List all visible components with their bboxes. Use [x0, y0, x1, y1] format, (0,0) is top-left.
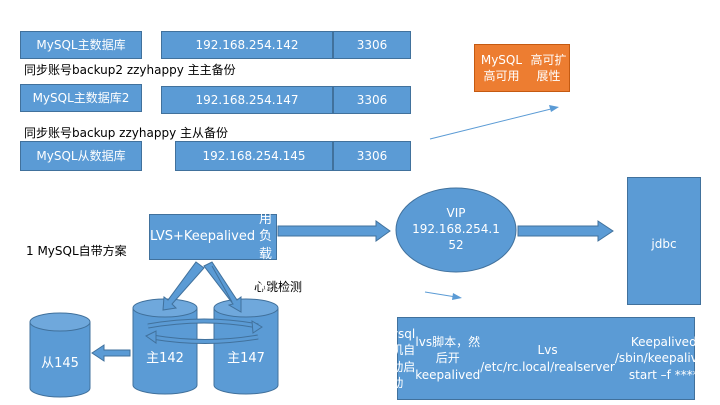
server-ip-master1: 192.168.254.142 [161, 31, 333, 59]
sync-note-master-master: 同步账号backup2 zzyhappy 主主备份 [24, 63, 236, 77]
sync-note-master-slave: 同步账号backup zzyhappy 主从备份 [24, 126, 228, 140]
heartbeat-label: 心跳检测 [254, 280, 303, 294]
server-ip-slave: 192.168.254.145 [175, 141, 333, 171]
master147-db-cylinder [213, 298, 279, 395]
server-name-master2: MySQL主数据库2 [20, 84, 142, 112]
arrow-to-ha-head [549, 105, 559, 112]
arrow-to-startup-head [452, 293, 462, 300]
arrow-to-ha [429, 107, 556, 140]
arrow-master-to-slave [91, 344, 131, 362]
master147-db-label: 主147 [227, 351, 265, 366]
scheme-label: 1 MySQL自带方案 [26, 244, 127, 258]
startup-line4: Keepalived /sbin/keepalived start –f ***… [614, 335, 713, 382]
heartbeat-line [211, 265, 233, 303]
arrow-vip-to-jdbc [517, 220, 614, 242]
server-port-master1: 3306 [333, 31, 411, 59]
server-port-master2: 3306 [333, 86, 411, 114]
server-port-slave: 3306 [333, 141, 411, 171]
ha-scalability-box: MySQL高可用 高可扩展性 [474, 44, 570, 92]
lvs-line2: 高可用 负载均衡 [259, 176, 273, 297]
jdbc-box: jdbc [627, 177, 701, 305]
ha-line1: MySQL高可用 [480, 52, 523, 83]
server-name-slave: MySQL从数据库 [20, 141, 142, 171]
vip-line2: 192.168.254.1 [412, 222, 500, 237]
arrow-lvs-to-master142 [162, 261, 205, 311]
lvs-line1: LVS+Keepalived [150, 229, 256, 245]
slave-db-label: 从145 [41, 356, 79, 371]
vip-line3: 52 [448, 238, 464, 253]
arrow-lvs-to-master147 [203, 261, 242, 313]
vip-label: VIP 192.168.254.1 52 [396, 205, 516, 254]
master-master-sync-arrows [145, 318, 263, 344]
vip-ellipse [395, 187, 517, 273]
startup-steps-box: mysql开机自启动启动 lvs脚本，然后开keepalived Lvs /et… [379, 317, 713, 400]
lvs-keepalived-box: LVS+Keepalived 高可用 负载均衡 [149, 177, 277, 297]
slave-db-cylinder [29, 312, 91, 398]
arrow-to-startup [424, 291, 457, 298]
server-name-master1: MySQL主数据库 [20, 31, 142, 59]
master142-db-label: 主142 [146, 351, 184, 366]
startup-line3: Lvs /etc/rc.local/realserver [480, 343, 615, 374]
server-ip-master2: 192.168.254.147 [161, 86, 333, 114]
startup-line2: lvs脚本，然后开keepalived [415, 335, 481, 382]
arrow-lvs-to-vip [277, 220, 391, 242]
vip-line1: VIP [446, 206, 466, 220]
ha-line2: 高可扩展性 [530, 52, 567, 83]
startup-line1: mysql开机自启动启动 [379, 327, 416, 390]
